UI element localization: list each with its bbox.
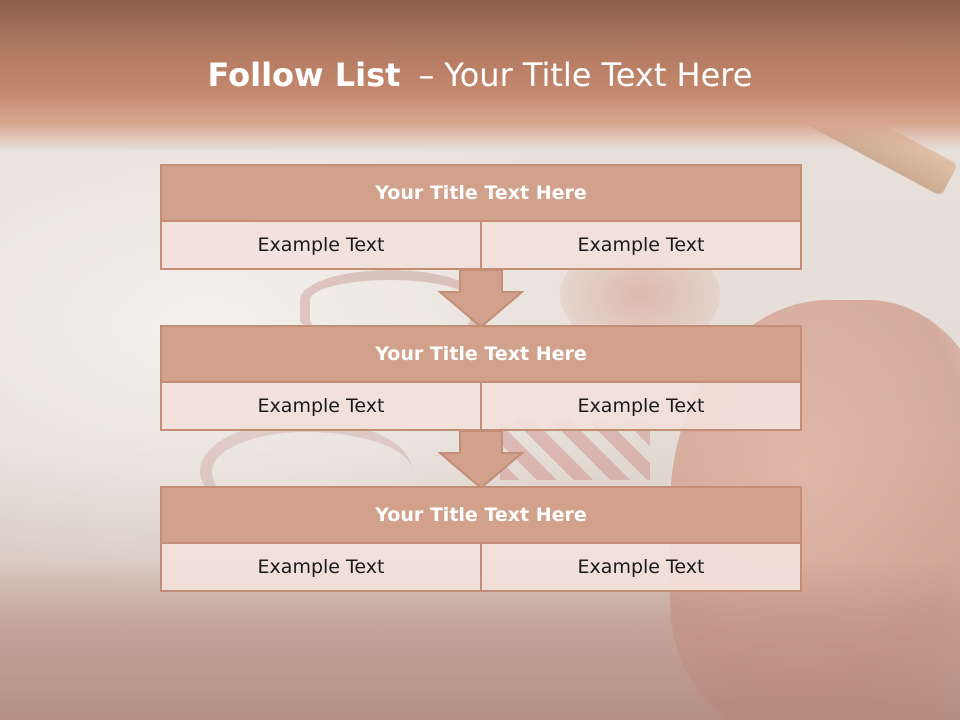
block-row: Example Text Example Text [160,222,802,270]
block-cell-right: Example Text [482,222,802,270]
down-arrow-icon [438,431,524,489]
title-band [0,0,960,150]
block-cell-left: Example Text [160,544,482,592]
block-cell-left: Example Text [160,383,482,431]
block-cell-left: Example Text [160,222,482,270]
list-block-2: Your Title Text Here Example Text Exampl… [160,325,802,431]
block-cell-right: Example Text [482,383,802,431]
list-block-3: Your Title Text Here Example Text Exampl… [160,486,802,592]
down-arrow-icon [438,270,524,328]
list-block-1: Your Title Text Here Example Text Exampl… [160,164,802,270]
block-title: Your Title Text Here [160,486,802,544]
title-bold: Follow List [207,56,401,94]
block-row: Example Text Example Text [160,383,802,431]
block-title: Your Title Text Here [160,325,802,383]
block-row: Example Text Example Text [160,544,802,592]
block-title: Your Title Text Here [160,164,802,222]
block-cell-right: Example Text [482,544,802,592]
title-separator: – [418,56,435,94]
title-rest: Your Title Text Here [444,56,753,94]
slide-title: Follow List–Your Title Text Here [0,52,960,98]
